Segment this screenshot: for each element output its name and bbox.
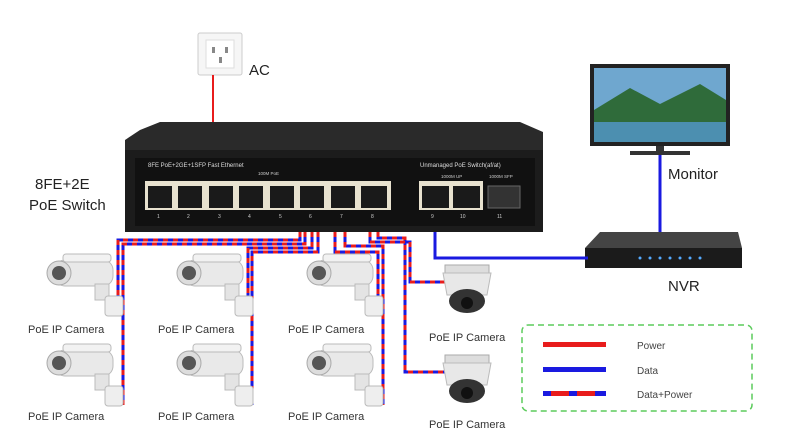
- port-5: 5: [279, 214, 282, 220]
- port-2: 2: [187, 214, 190, 220]
- port-4: 4: [248, 214, 251, 220]
- bullet-camera-icon: [176, 253, 254, 317]
- switch-right-title: Unmanaged PoE Switch(af/at): [420, 163, 501, 169]
- uplink-group-label: 1000M UP: [441, 174, 462, 179]
- legend: Power Data Data+Power: [521, 324, 753, 412]
- monitor-label: Monitor: [668, 166, 719, 183]
- switch-label-line1: 8FE+2E: [35, 176, 90, 193]
- monitor-icon: [590, 64, 730, 155]
- camera-label: PoE IP Camera: [429, 332, 506, 344]
- camera-label: PoE IP Camera: [288, 411, 365, 423]
- legend-power-swatch: [543, 342, 606, 347]
- port-1: 1: [157, 214, 160, 220]
- poe-switch: 8FE PoE+2GE+1SFP Fast Ethernet Unmanaged…: [125, 122, 543, 232]
- camera-label: PoE IP Camera: [28, 324, 105, 336]
- sfp-group-label: 1000M SFP: [489, 174, 513, 179]
- camera-label: PoE IP Camera: [158, 411, 235, 423]
- legend-data-swatch: [543, 367, 606, 372]
- switch-left-title: 8FE PoE+2GE+1SFP Fast Ethernet: [148, 163, 244, 169]
- bullet-camera-icon: [46, 253, 124, 317]
- bullet-camera-icon: [306, 253, 384, 317]
- port-11: 11: [497, 214, 502, 220]
- legend-data-power-swatch: [543, 391, 606, 396]
- camera-label: PoE IP Camera: [288, 324, 365, 336]
- legend-data-label: Data: [637, 366, 659, 377]
- nvr-label: NVR: [668, 278, 700, 295]
- dome-camera-icon: [442, 354, 492, 404]
- data-power-cables: [116, 232, 445, 405]
- port-3: 3: [218, 214, 221, 220]
- poe-group-label: 100M PoE: [258, 171, 279, 176]
- camera-label: PoE IP Camera: [158, 324, 235, 336]
- ac-outlet-icon: [197, 32, 243, 76]
- port-9: 9: [431, 214, 434, 220]
- port-6: 6: [309, 214, 312, 220]
- legend-data-power-label: Data+Power: [637, 390, 693, 401]
- bullet-camera-icon: [306, 343, 384, 407]
- ac-label: AC: [249, 62, 270, 79]
- nvr-icon: [585, 232, 742, 268]
- bullet-camera-icon: [176, 343, 254, 407]
- port-10: 10: [460, 214, 466, 220]
- camera-label: PoE IP Camera: [28, 411, 105, 423]
- switch-label-line2: PoE Switch: [29, 197, 106, 214]
- legend-power-label: Power: [637, 341, 666, 352]
- dome-camera-icon: [442, 264, 492, 314]
- bullet-camera-icon: [46, 343, 124, 407]
- port-8: 8: [371, 214, 374, 220]
- port-7: 7: [340, 214, 343, 220]
- camera-label: PoE IP Camera: [429, 419, 506, 431]
- data-cable-switch-nvr: [433, 232, 588, 260]
